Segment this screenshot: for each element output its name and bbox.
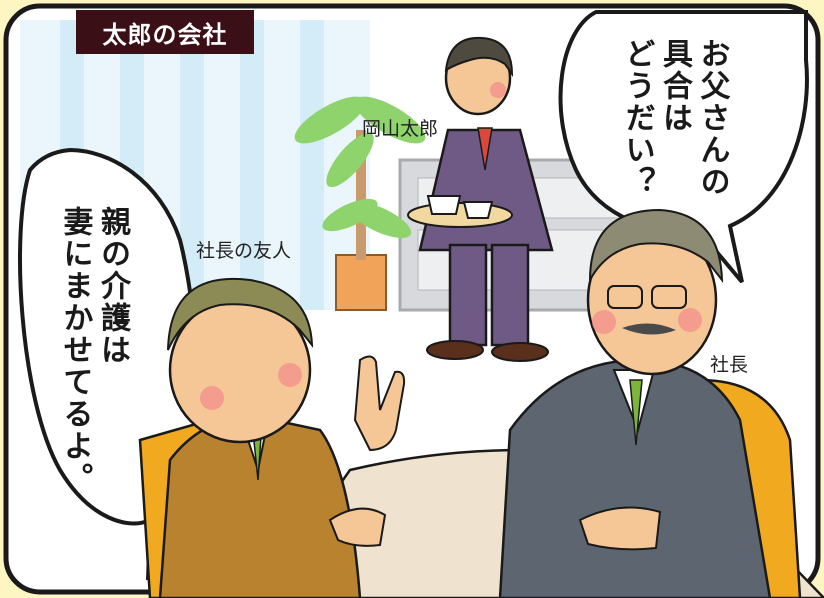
speech-line: 親の介護は xyxy=(95,206,130,366)
friend-figure xyxy=(158,277,406,598)
speech-line: 具合は xyxy=(657,38,692,134)
label-friend: 社長の友人 xyxy=(196,240,292,262)
speech-text-friend: 親の介護は 妻にまかせてるよ。 xyxy=(56,206,131,494)
speech-line: お父さんの xyxy=(694,38,730,198)
location-title: 太郎の会社 xyxy=(76,10,254,54)
window-blinds xyxy=(20,20,370,310)
label-president: 社長 xyxy=(710,354,749,376)
potted-plant xyxy=(294,96,426,311)
label-taro: 岡山太郎 xyxy=(362,118,439,140)
speech-text-president: お父さんの 具合は どうだい？ xyxy=(618,38,731,198)
speech-line: どうだい？ xyxy=(619,38,655,198)
president-figure xyxy=(498,208,772,598)
speech-line: 妻にまかせてるよ。 xyxy=(57,206,93,494)
taro-figure xyxy=(407,36,554,362)
